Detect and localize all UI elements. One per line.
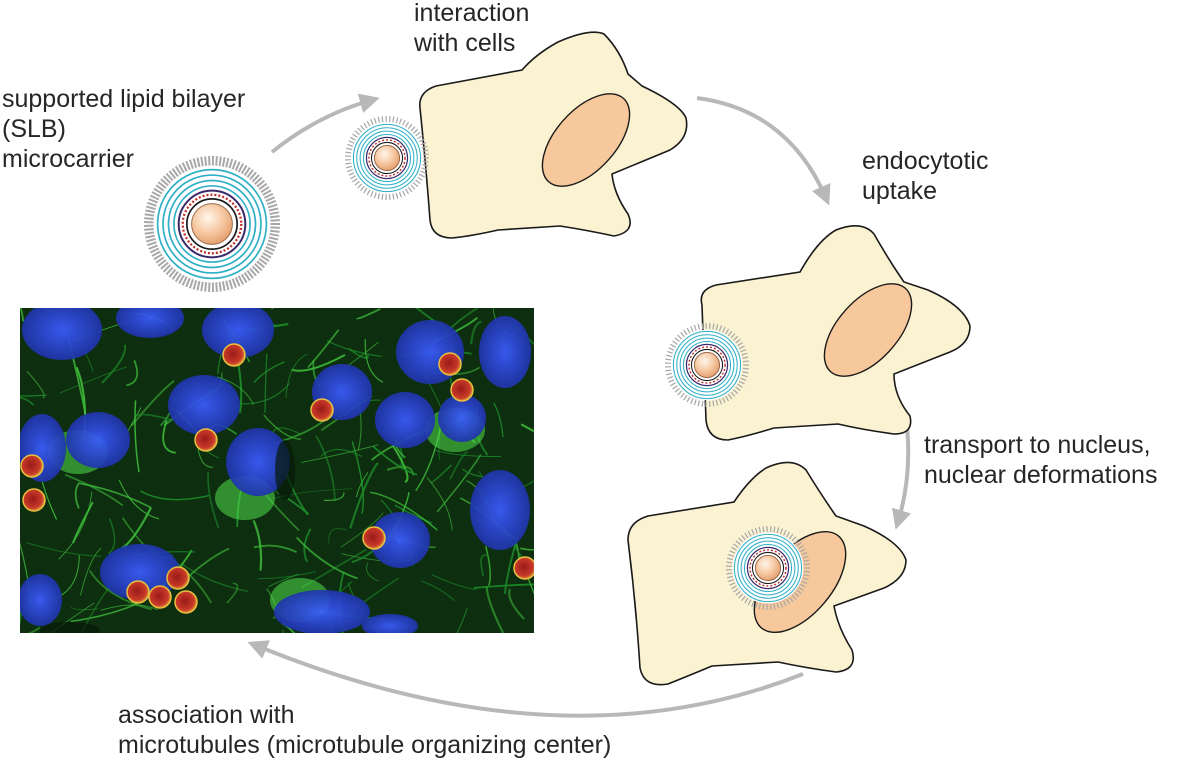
- microcarrier-uptake: [665, 322, 749, 408]
- arrow-to-interaction: [270, 93, 380, 154]
- nucleus: [823, 283, 913, 377]
- label-interaction: interaction with cells: [414, 0, 530, 57]
- microcarrier-transport: [726, 525, 810, 611]
- label-association: association with microtubules (microtubu…: [118, 701, 612, 759]
- arrow-to-association: [247, 640, 804, 718]
- label-uptake: endocytotic uptake: [862, 147, 989, 205]
- microcarrier-free: [143, 155, 280, 293]
- nucleus: [541, 93, 631, 187]
- microscopy-image: [20, 308, 534, 633]
- cell-interaction: [419, 31, 688, 239]
- arrow-to-uptake: [696, 96, 831, 206]
- microcarrier-interaction: [345, 115, 429, 201]
- label-transport: transport to nucleus, nuclear deformatio…: [924, 431, 1158, 489]
- cell-uptake: [700, 225, 971, 441]
- label-microcarrier: supported lipid bilayer (SLB) microcarri…: [2, 85, 246, 173]
